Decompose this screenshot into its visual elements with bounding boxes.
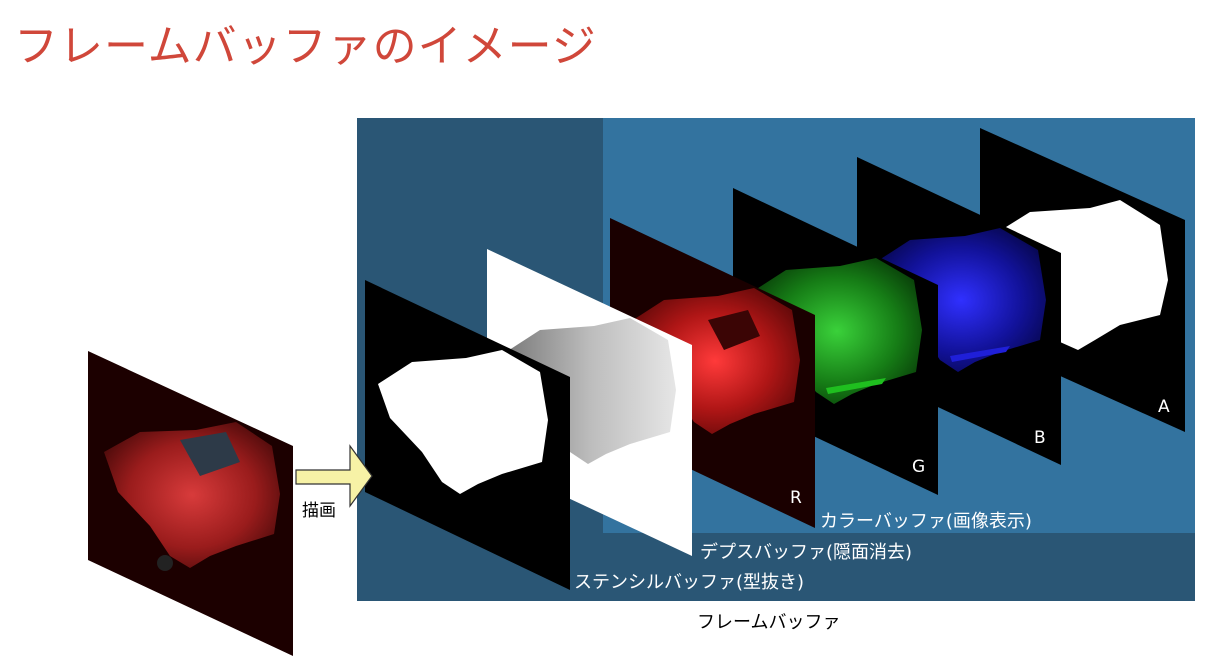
color-buffer-label: カラーバッファ(画像表示) bbox=[820, 511, 1032, 532]
depth-buffer-label: デプスバッファ(隠面消去) bbox=[700, 542, 912, 563]
stencil-buffer-label: ステンシルバッファ(型抜き) bbox=[574, 572, 804, 593]
draw-label: 描画 bbox=[302, 501, 336, 521]
page-title: フレームバッファのイメージ bbox=[14, 21, 597, 72]
channel-label-a: A bbox=[1158, 397, 1170, 417]
stencil-buffer-sheet bbox=[365, 280, 570, 590]
channel-label-g: G bbox=[912, 457, 925, 477]
framebuffer-caption: フレームバッファ bbox=[697, 612, 840, 633]
source-image-sheet bbox=[88, 351, 293, 656]
channel-label-r: R bbox=[790, 488, 802, 508]
channel-label-b: B bbox=[1034, 428, 1046, 448]
draw-arrow bbox=[295, 444, 373, 508]
